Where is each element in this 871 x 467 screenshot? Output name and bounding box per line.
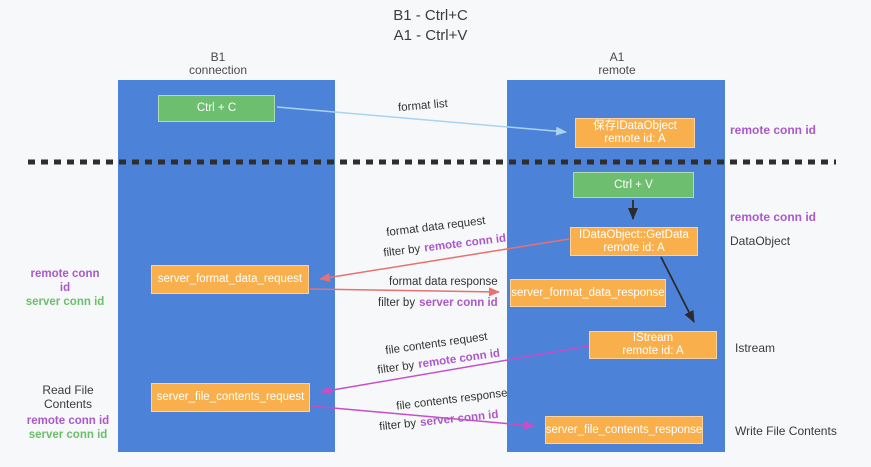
- node-format-request-label: server_format_data_request: [157, 273, 303, 285]
- label-format-list: format list: [397, 97, 449, 115]
- filter-by-text: filter by: [382, 243, 421, 260]
- remote-conn-id-text: remote conn id: [423, 232, 507, 255]
- node-save-idataobject-line1: 保存IDataObject: [593, 120, 677, 132]
- node-istream-line2: remote id: A: [622, 345, 684, 357]
- node-file-request-label: server_file_contents_request: [156, 391, 305, 403]
- annotation-istream: Istream: [735, 341, 776, 355]
- node-ctrl-v: Ctrl + V: [573, 172, 694, 198]
- lane-header-a1: A1 remote: [567, 51, 667, 77]
- annotation-remote-conn-id-left-bottom: remote conn id: [26, 415, 110, 427]
- title-line-b1: B1 - Ctrl+C: [393, 7, 468, 24]
- node-ctrl-v-label: Ctrl + V: [614, 178, 653, 191]
- node-ctrl-c: Ctrl + C: [158, 95, 275, 122]
- node-istream-line1: IStream: [632, 332, 674, 344]
- annotation-server-conn-id-left-bottom: server conn id: [28, 429, 108, 441]
- node-save-idataobject: 保存IDataObject remote id: A: [575, 118, 695, 148]
- node-file-response-label: server_file_contents_response: [545, 423, 703, 436]
- node-idataobject-getdata: IDataObject::GetData remote id: A: [570, 227, 698, 256]
- filter-by-text: filter by: [376, 359, 416, 377]
- annotation-remote-conn-id-top: remote conn id: [730, 123, 817, 137]
- annotation-dataobject: DataObject: [730, 234, 791, 248]
- annotation-write-file-contents: Write File Contents: [735, 424, 837, 438]
- server-conn-id-text: server conn id: [419, 408, 500, 429]
- node-server-file-contents-response: server_file_contents_response: [545, 416, 703, 444]
- arrow-format-data-response: [309, 287, 500, 297]
- node-format-response-label: server_format_data_response: [511, 286, 665, 299]
- node-istream: IStream remote id: A: [589, 331, 717, 359]
- diagram-title: B1 - Ctrl+C A1 - Ctrl+V: [0, 6, 861, 46]
- annotation-left-conn-ids-top: remote conn id server conn id: [25, 267, 105, 309]
- annotation-server-conn-id-left: server conn id: [25, 296, 105, 308]
- annotation-read-file-contents-group: Read File Contents remote conn id server…: [18, 383, 118, 442]
- node-save-idataobject-line2: remote id: A: [604, 133, 666, 145]
- node-server-file-contents-request: server_file_contents_request: [151, 383, 310, 412]
- annotation-remote-conn-id-left: remote conn id: [30, 268, 100, 294]
- lane-b1-subtitle: connection: [188, 63, 248, 77]
- annotation-read-file-contents: Read File Contents: [42, 383, 94, 411]
- node-server-format-data-response: server_format_data_response: [510, 279, 666, 307]
- node-getdata-line1: IDataObject::GetData: [579, 228, 689, 241]
- node-ctrl-c-label: Ctrl + C: [196, 102, 237, 114]
- filter-by-text: filter by: [378, 297, 416, 309]
- lane-a1-subtitle: remote: [598, 63, 636, 77]
- annotation-remote-conn-id-mid: remote conn id: [730, 210, 817, 224]
- lane-a1-name: A1: [609, 50, 625, 64]
- node-server-format-data-request: server_format_data_request: [151, 265, 309, 294]
- lane-b1-name: B1: [210, 50, 226, 64]
- node-getdata-line2: remote id: A: [603, 241, 665, 254]
- label-format-data-response: format data response: [389, 276, 498, 288]
- label-format-data-request: format data request: [385, 214, 487, 240]
- lane-header-b1: B1 connection: [168, 51, 268, 77]
- filter-by-text: filter by: [378, 417, 417, 434]
- title-line-a1: A1 - Ctrl+V: [393, 27, 468, 44]
- server-conn-id-text: server conn id: [419, 297, 498, 309]
